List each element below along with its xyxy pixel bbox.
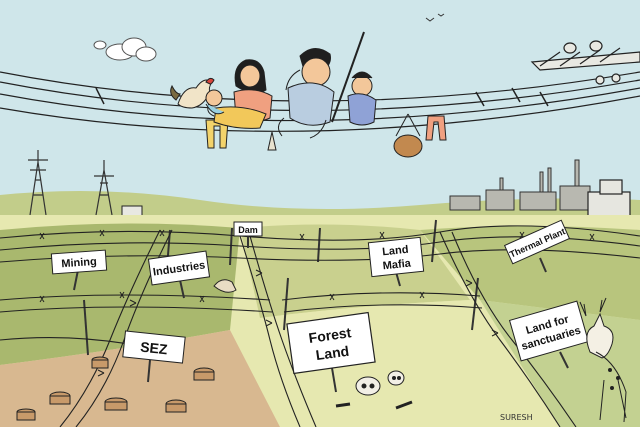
sign-forest-land-line1: Forest [308, 324, 353, 346]
woman [207, 59, 273, 129]
power-pole-right [530, 40, 640, 85]
sign-forest-land-line2: Land [315, 343, 350, 364]
wire-clamps [95, 87, 549, 107]
sign-sez: SEZ [122, 330, 186, 383]
deer [579, 297, 627, 423]
sign-land-mafia-line2: Mafia [382, 257, 412, 272]
skulls-and-bones [335, 370, 413, 410]
sign-mining-label: Mining [61, 256, 97, 270]
dead-animal [213, 279, 237, 293]
boy [347, 71, 377, 126]
wire-barbs [39, 229, 595, 377]
birds [425, 13, 445, 22]
child-with-woman [205, 89, 225, 115]
cloud [93, 37, 157, 62]
field-thermal-plant [420, 226, 640, 320]
tree-stumps [16, 356, 215, 421]
factories [449, 159, 591, 211]
hanging-laundry [205, 113, 447, 158]
sign-dam: Dam [233, 221, 263, 248]
sign-dam-label: Dam [238, 225, 258, 235]
man [278, 31, 365, 139]
sign-land-mafia: Land Mafia [367, 236, 425, 287]
sign-forest-land: Forest Land [286, 311, 376, 393]
transmission-tower-left [28, 150, 114, 216]
sign-mining: Mining [50, 249, 108, 291]
sign-industries: Industries [147, 250, 211, 299]
sign-land-mafia-line1: Land [382, 244, 409, 259]
sign-sez-label: SEZ [140, 339, 169, 358]
rooster [170, 77, 215, 109]
artist-signature: SURESH [500, 413, 533, 422]
